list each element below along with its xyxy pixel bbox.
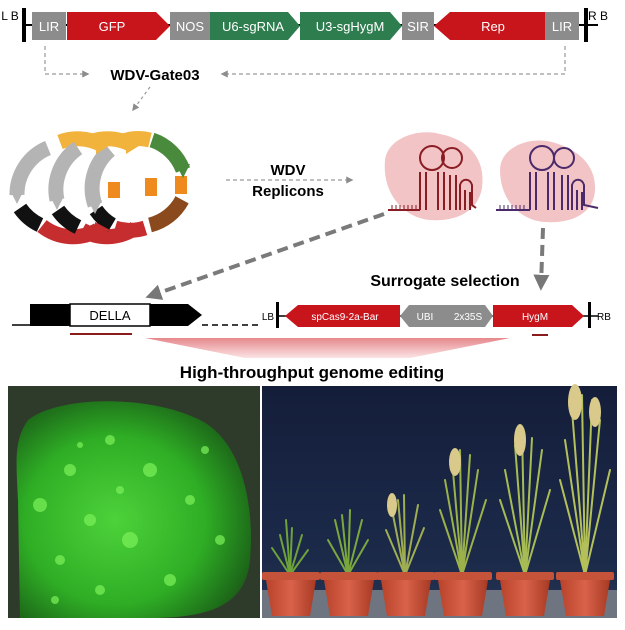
p35s-label: 2x35S (454, 312, 483, 323)
gfp-label: GFP (99, 19, 126, 34)
hygm-label: HygM (522, 312, 548, 323)
gfp-callus-photo (8, 386, 260, 618)
della-exon-left (30, 304, 70, 326)
nos-label: NOS (176, 19, 205, 34)
replicons-label-line1: WDV (271, 162, 306, 179)
editing-fan (145, 338, 510, 358)
replicon-circles (10, 134, 190, 238)
rep-label: Rep (481, 19, 505, 34)
replicon-circle-3 (92, 139, 187, 231)
selection-cassette: LB spCas9-2a-Bar UBI 2x35S HygM RB (262, 302, 611, 335)
della-locus: DELLA (12, 304, 258, 334)
lir-right-label: LIR (552, 19, 572, 34)
della-label: DELLA (89, 308, 131, 323)
replicons-label-line2: Replicons (252, 183, 324, 200)
name-to-circles-arrow (133, 87, 150, 110)
construct-bar: L B LIR GFP NOS U6-sgRNA U3-sgHygM SIR R… (1, 8, 608, 42)
rice-plants-photo (262, 384, 617, 618)
u6-sgrna-label: U6-sgRNA (222, 19, 284, 34)
surrogate-selection-title: Surrogate selection (370, 273, 519, 290)
della-exon-right (150, 304, 202, 326)
lir-left-label: LIR (39, 19, 59, 34)
cas9-label: spCas9-2a-Bar (311, 312, 379, 323)
rb-label: R B (588, 9, 608, 23)
cassette-lb-label: LB (262, 312, 275, 323)
sgrna-blob-2 (496, 140, 598, 222)
u3-sghygm-label: U3-sgHygM (316, 19, 385, 34)
sgrna-blob-1 (385, 132, 483, 220)
cassette-rb-label: RB (597, 312, 611, 323)
sir-label: SIR (407, 19, 429, 34)
ubi-label: UBI (417, 312, 434, 323)
lb-label: L B (1, 9, 19, 23)
construct-name: WDV-Gate03 (110, 67, 199, 84)
result-title: High-throughput genome editing (180, 363, 444, 382)
lb-border (22, 8, 26, 42)
